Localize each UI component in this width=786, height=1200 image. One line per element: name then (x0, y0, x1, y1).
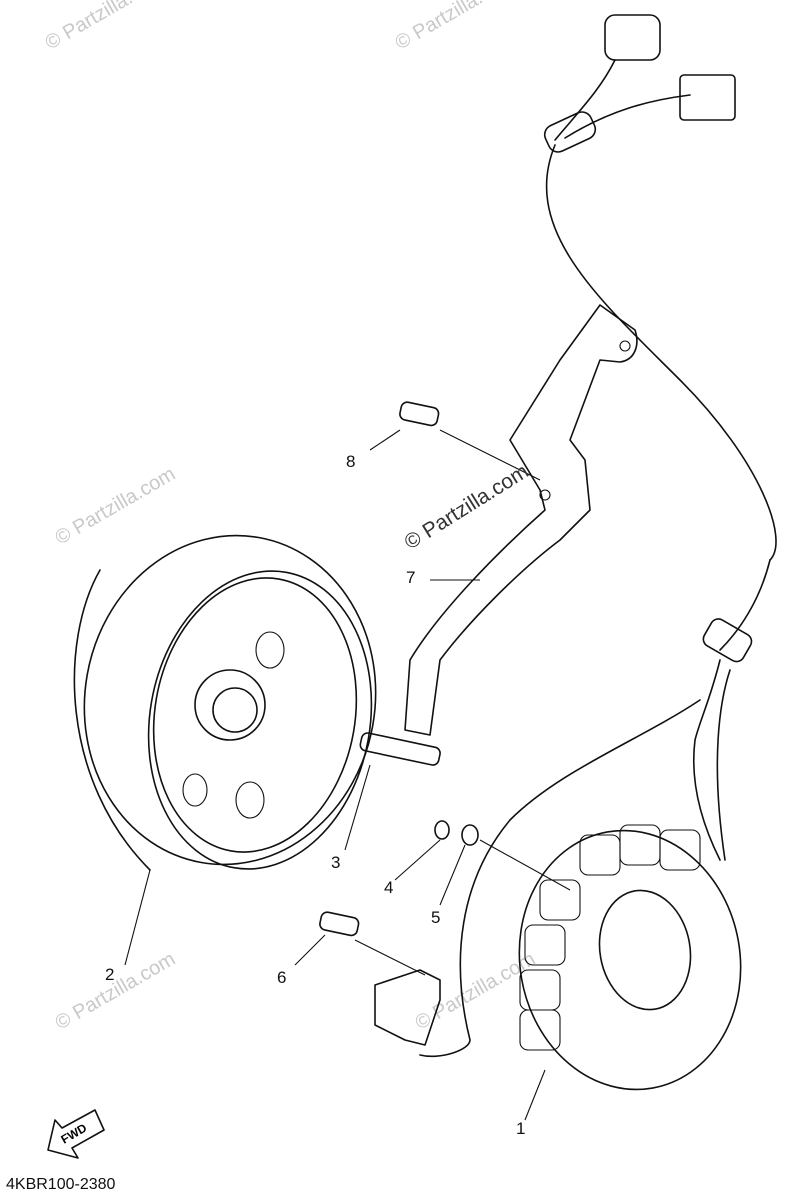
callout-4: 4 (384, 878, 393, 897)
grommet (702, 618, 753, 663)
callout-7: 7 (406, 568, 415, 587)
callout-6: 6 (277, 968, 286, 987)
small-parts (319, 401, 479, 1046)
wire-harness (419, 14, 777, 1058)
callout-1: 1 (516, 1119, 525, 1138)
leader-lines (124, 429, 571, 1121)
washer-4 (434, 820, 450, 840)
bolt-3 (359, 732, 441, 766)
diagram-code: 4KBR100-2380 (6, 1176, 116, 1193)
wire-connector-round (604, 14, 661, 61)
wire-sleeve (543, 111, 597, 153)
watermark: © Partzilla.com (42, 0, 170, 54)
watermark: © Partzilla.com (52, 463, 180, 549)
cover-plate-7 (404, 304, 638, 736)
callout-5: 5 (431, 908, 440, 927)
stator-coil-1 (518, 824, 742, 1091)
fwd-arrow: FWD (47, 1109, 105, 1159)
flywheel-rotor-2 (73, 534, 377, 871)
bolt-8 (399, 401, 440, 427)
watermark: © Partzilla.com (392, 0, 520, 54)
callout-2: 2 (105, 965, 114, 984)
callouts: 1 2 3 4 5 6 7 8 (105, 452, 525, 1138)
wire-connector-square (679, 74, 736, 121)
bolt-6 (319, 911, 360, 937)
callout-3: 3 (331, 853, 340, 872)
washer-5 (461, 824, 479, 846)
watermark: © Partzilla.com (52, 948, 180, 1034)
fwd-label: FWD (59, 1121, 90, 1147)
pickup-coil (374, 969, 441, 1046)
callout-8: 8 (346, 452, 355, 471)
